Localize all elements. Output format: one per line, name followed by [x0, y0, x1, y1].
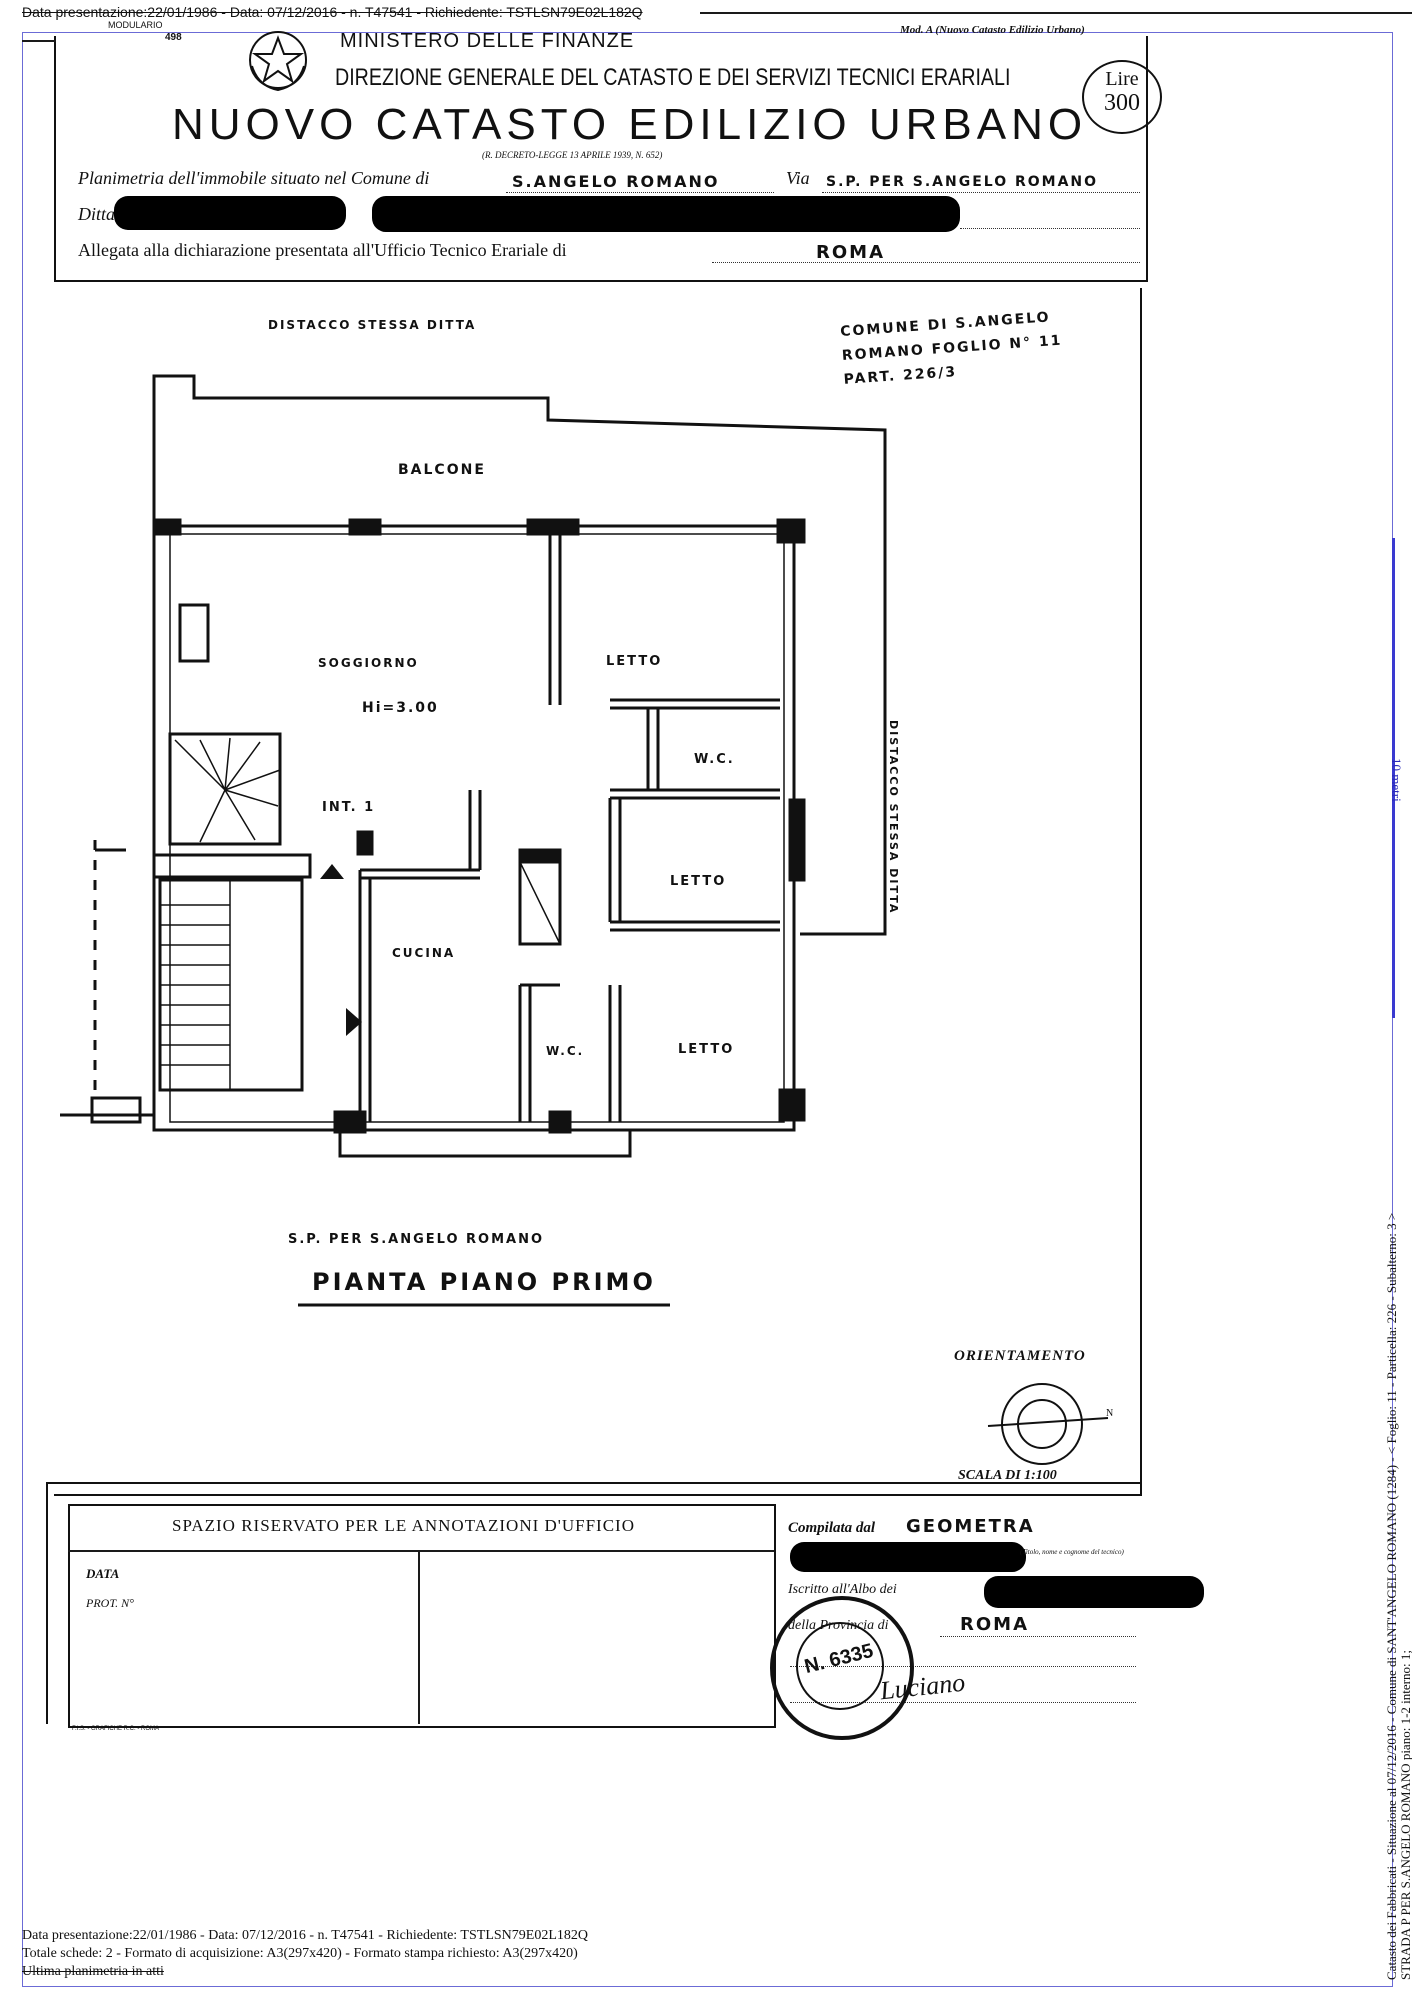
redacted-albo: [984, 1576, 1204, 1608]
prot-label: PROT. N°: [86, 1596, 134, 1610]
balcone-label: BALCONE: [398, 462, 486, 478]
office-outer: [46, 1482, 1142, 1724]
header-left-tick: [22, 40, 56, 42]
lire-label: Lire: [1105, 68, 1139, 90]
frame-bottom-blue: [22, 1986, 1392, 1987]
room-letto-3: LETTO: [678, 1042, 735, 1057]
room-letto-1: LETTO: [606, 654, 663, 669]
footer-line-2: Totale schede: 2 - Formato di acquisizio…: [22, 1946, 578, 1961]
ministry-title: MINISTERO DELLE FINANZE: [340, 30, 635, 52]
top-divider: [700, 12, 1412, 14]
planimetria-label: Planimetria dell'immobile situato nel Co…: [78, 168, 430, 188]
interior-label: INT. 1: [322, 800, 376, 815]
room-cucina: CUCINA: [392, 946, 456, 960]
plan-title: PIANTA PIANO PRIMO: [312, 1268, 656, 1296]
room-wc-1: W.C.: [694, 752, 735, 767]
reserved-title: SPAZIO RISERVATO PER LE ANNOTAZIONI D'UF…: [172, 1516, 635, 1535]
decree-note: (R. DECRETO-LEGGE 13 APRILE 1939, N. 652…: [482, 150, 663, 160]
lire-value: 300: [1104, 90, 1140, 116]
frame-left-blue: [22, 32, 23, 1987]
comune-line: [506, 192, 774, 193]
frame-top-blue: [22, 32, 1392, 33]
north-label: N: [1106, 1408, 1114, 1419]
iscritto-label: Iscritto all'Albo dei: [788, 1582, 897, 1597]
scale-bar: [1392, 538, 1395, 1018]
room-soggiorno: SOGGIORNO: [318, 656, 419, 670]
data-label: DATA: [86, 1566, 120, 1581]
distacco-right-label: DISTACCO STESSA DITTA: [887, 720, 900, 915]
office-column-divider: [418, 1552, 420, 1724]
ditta-label: Ditta: [78, 204, 116, 224]
technician-hint: (Titolo, nome e cognome del tecnico): [1020, 1548, 1124, 1556]
allegata-label: Allegata alla dichiarazione presentata a…: [78, 240, 567, 260]
plan-frame: [54, 288, 1142, 1496]
footer-line-1: Data presentazione:22/01/1986 - Data: 07…: [22, 1928, 588, 1943]
professional-stamp: N. 6335: [770, 1596, 914, 1740]
office-reserved-box: [68, 1504, 776, 1728]
room-height: Hi=3.00: [362, 700, 439, 716]
redacted-technician: [790, 1542, 1026, 1572]
signature-line-2: [790, 1702, 1136, 1703]
via-line: [822, 192, 1140, 193]
scale-label: SCALA DI 1:100: [958, 1468, 1057, 1483]
comune-value: S.ANGELO ROMANO: [512, 172, 720, 191]
orientamento-label: ORIENTAMENTO: [954, 1348, 1086, 1364]
distacco-top-label: DISTACCO STESSA DITTA: [268, 318, 477, 332]
republic-emblem-icon: [249, 31, 307, 92]
ufficio-line: [712, 262, 1140, 263]
top-stamp-line: Data presentazione:22/01/1986 - Data: 07…: [22, 4, 643, 20]
signature-line-1: [790, 1666, 1136, 1667]
provincia-line: [940, 1636, 1136, 1637]
footer-line-3: Ultima planimetria in atti: [22, 1964, 164, 1979]
mod-a-label: Mod. A (Nuovo Catasto Edilizio Urbano): [900, 24, 1085, 36]
room-letto-2: LETTO: [670, 874, 727, 889]
main-title: NUOVO CATASTO EDILIZIO URBANO: [172, 100, 1088, 149]
compilata-label: Compilata dal: [788, 1520, 876, 1536]
ufficio-value: ROMA: [816, 242, 886, 263]
lire-badge: Lire 300: [1082, 60, 1162, 134]
room-wc-2: W.C.: [546, 1044, 585, 1058]
via-label: Via: [786, 168, 810, 188]
printer-note: F.I.S. - GRAFICHE R.C. - ROMA: [72, 1726, 160, 1732]
provincia-value: ROMA: [960, 1614, 1030, 1635]
via-value: S.P. PER S.ANGELO ROMANO: [826, 174, 1099, 190]
modulario-label: MODULARIO: [108, 20, 163, 30]
office-header-divider: [68, 1550, 774, 1552]
compilata-value: GEOMETRA: [906, 1516, 1035, 1537]
modulario-number: 498: [165, 32, 182, 43]
scale-bar-label: 10 metri: [1389, 758, 1404, 802]
redacted-owner-2: [372, 196, 960, 232]
directorate-title: DIREZIONE GENERALE DEL CATASTO E DEI SER…: [335, 64, 1011, 91]
ditta-line: [960, 228, 1140, 229]
stamp-inner-ring: [796, 1622, 884, 1710]
road-label: S.P. PER S.ANGELO ROMANO: [288, 1232, 545, 1247]
cadastral-vertical-2: STRADA P PER S.ANGELO ROMANO piano: 1-2 …: [1398, 1650, 1412, 1980]
redacted-owner-1: [114, 196, 346, 230]
header-box: [54, 36, 1148, 282]
